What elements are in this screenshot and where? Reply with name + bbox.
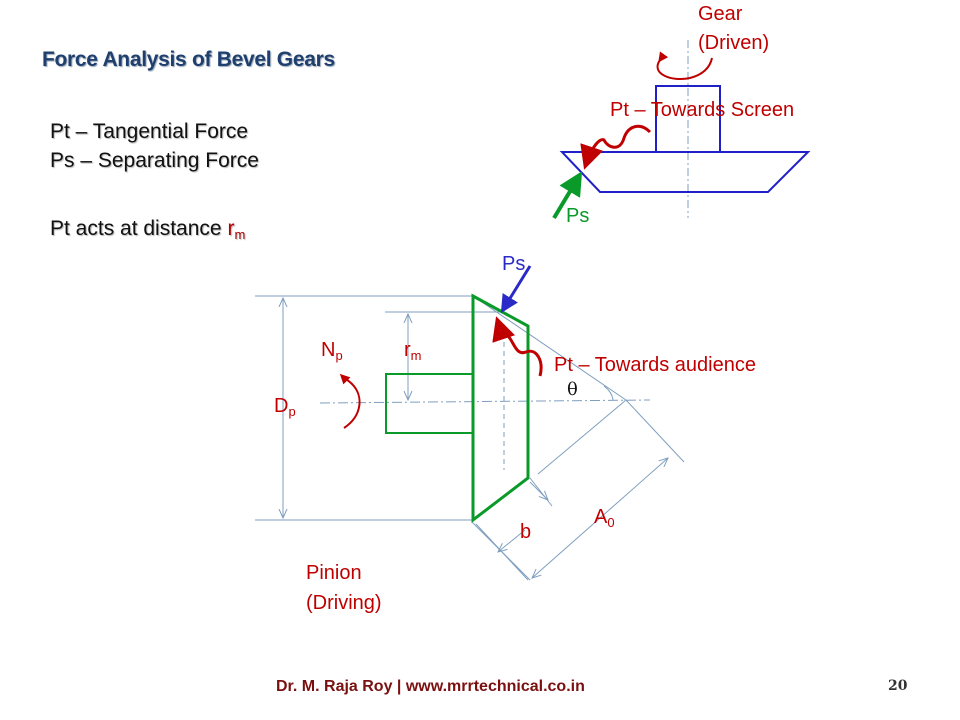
page-number: 20 (888, 678, 908, 694)
distance-note: Pt acts at distance rm (50, 218, 245, 241)
a0-dimension-line (532, 458, 668, 578)
gear-pt-arrow (580, 124, 652, 170)
gear-ps-arrow (552, 171, 583, 220)
gear-pt-label: Pt – Towards Screen (610, 99, 794, 121)
theta-label: θ (567, 379, 578, 400)
a0-symbol: A (594, 506, 608, 528)
pinion-view (255, 265, 685, 581)
page-title: Force Analysis of Bevel Gears (42, 48, 335, 71)
rm-symbol: r (404, 339, 411, 361)
pinion-rotation-arrow (339, 373, 361, 429)
pinion-axis-centerline (319, 399, 651, 404)
theta-arc (603, 385, 614, 401)
a0-label: A0 (594, 506, 615, 530)
gear-ps-label: Ps (566, 205, 589, 227)
pinion-hub (385, 373, 474, 434)
distance-note-rm: rm (227, 217, 246, 242)
gear-body (559, 151, 811, 193)
b-label: b (520, 521, 531, 543)
pinion-pt-label: Pt – Towards audience (554, 354, 756, 376)
dp-symbol: D (274, 395, 288, 417)
rm-subscript: m (411, 348, 422, 363)
dp-subscript: p (288, 404, 295, 419)
b-dimension-arrow-1 (498, 529, 526, 552)
distance-note-r: r (227, 217, 235, 240)
gear-view (552, 40, 811, 220)
pinion-pt-arrow (492, 316, 543, 377)
np-subscript: p (335, 348, 342, 363)
b-dimension-arrow-2 (529, 481, 548, 500)
gear-rotation-arrow (656, 51, 713, 80)
dp-label: Dp (274, 395, 296, 419)
pinion-label-line2: (Driving) (306, 592, 382, 614)
pinion-ps-arrow (500, 265, 532, 314)
pinion-label-line1: Pinion (306, 562, 362, 584)
b-extension-line (529, 477, 553, 507)
pinion-ps-label: Ps (502, 253, 525, 275)
a0-extension-top (625, 399, 685, 463)
a0-subscript: 0 (607, 515, 614, 530)
np-symbol: N (321, 339, 335, 361)
distance-note-subscript: m (234, 227, 246, 242)
rm-label: rm (404, 339, 422, 363)
gear-label-line2: (Driven) (698, 32, 769, 54)
footer-credit: Dr. M. Raja Roy | www.mrrtechnical.co.in (276, 678, 585, 695)
np-label: Np (321, 339, 343, 363)
cone-line-top (472, 295, 627, 401)
distance-note-text: Pt acts at distance (50, 217, 228, 240)
gear-label-line1: Gear (698, 3, 743, 25)
cone-line-bottom (537, 399, 627, 475)
pinion-body (471, 293, 530, 524)
definition-pt: Pt – Tangential Force (50, 120, 249, 143)
definition-ps: Ps – Separating Force (50, 149, 259, 172)
